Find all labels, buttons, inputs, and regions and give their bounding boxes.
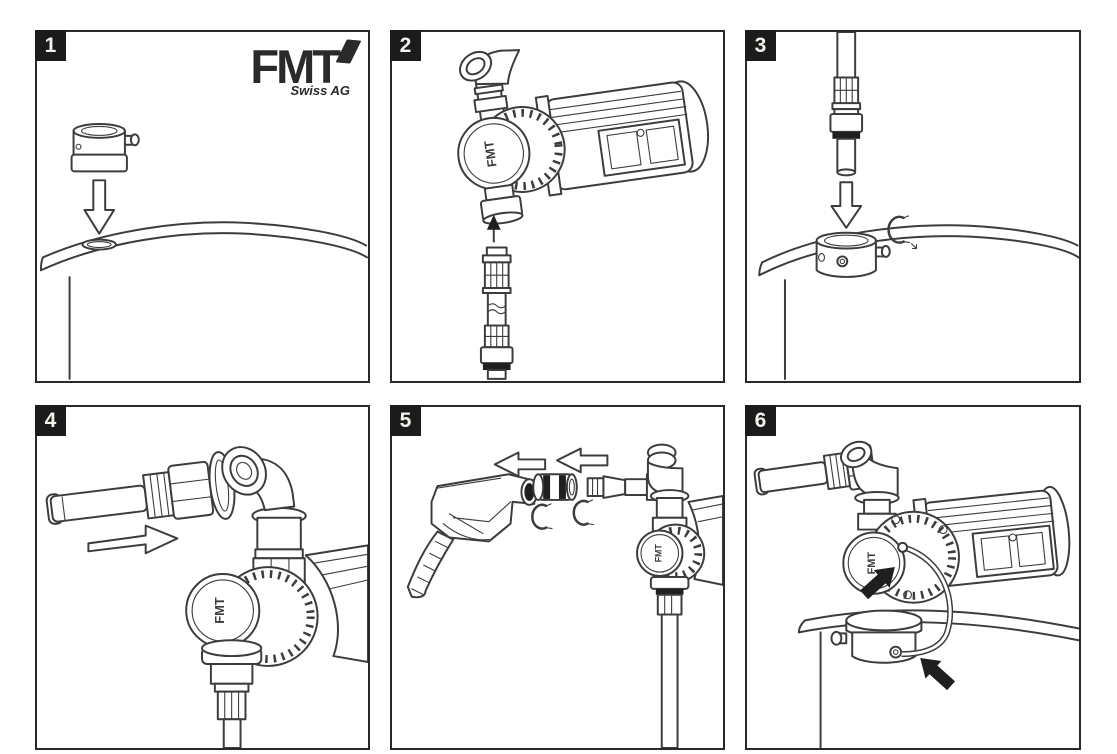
step-number-badge: 5 [390,405,421,436]
pump-cap-brand: FMT [866,552,878,575]
retaining-clip-part [887,215,918,250]
nozzle-swivel-assembly-illustration: FMT [406,443,723,748]
bung-adapter-part [830,609,923,664]
pump-suction-tube-illustration: FMT [457,49,710,380]
panel-2: 2 [390,30,725,383]
step-number-badge: 1 [35,30,66,61]
up-left-arrow-icon [920,657,956,691]
up-right-arrow-icon [860,567,895,600]
hose-fitting-to-pump-illustration: FMT [45,446,368,748]
brand-name: FMT [250,40,341,93]
panel-3: 3 [745,30,1081,383]
pump-cap-brand: FMT [481,140,500,168]
retaining-clip-part [572,499,595,526]
pump-cap-brand: FMT [212,597,227,624]
ground-cable-part [897,541,954,658]
panel-6: 6 [745,405,1081,750]
swivel-coupling-part [532,473,578,501]
bung-adapter-part [815,231,891,278]
bung-adapter-drum-illustration [39,123,368,380]
suction-tube-part [479,246,514,380]
step-number-badge: 2 [390,30,421,61]
tube-into-adapter-illustration [758,32,1079,381]
brand-subtitle: Swiss AG [290,83,350,99]
step-number-badge: 4 [35,405,66,436]
pump-cap-brand: FMT [653,544,663,563]
hose-fitting-part [45,446,296,525]
brand-logo: FMT Swiss AG [250,39,362,99]
down-arrow-icon [830,181,863,229]
bung-adapter-part [70,123,140,173]
pump-unit: FMT [457,49,710,225]
up-arrow-icon [486,214,501,243]
mounted-pump-on-drum-illustration: FMT [753,440,1079,748]
left-arrow-icon [556,447,609,474]
fuel-nozzle-part [406,473,539,599]
hose-connector-part [586,475,650,499]
pump-unit: FMT [636,443,723,748]
panel-1: 1 FMT Swiss AG [35,30,370,383]
down-arrow-icon [83,179,116,235]
right-arrow-icon [87,524,179,555]
suction-tube-part [829,32,864,177]
panel-5: 5 [390,405,725,750]
step-number-badge: 3 [745,30,776,61]
step-number-badge: 6 [745,405,776,436]
panel-4: 4 FMT [35,405,370,750]
left-arrow-icon [493,451,547,478]
retaining-clip-part [531,503,553,530]
